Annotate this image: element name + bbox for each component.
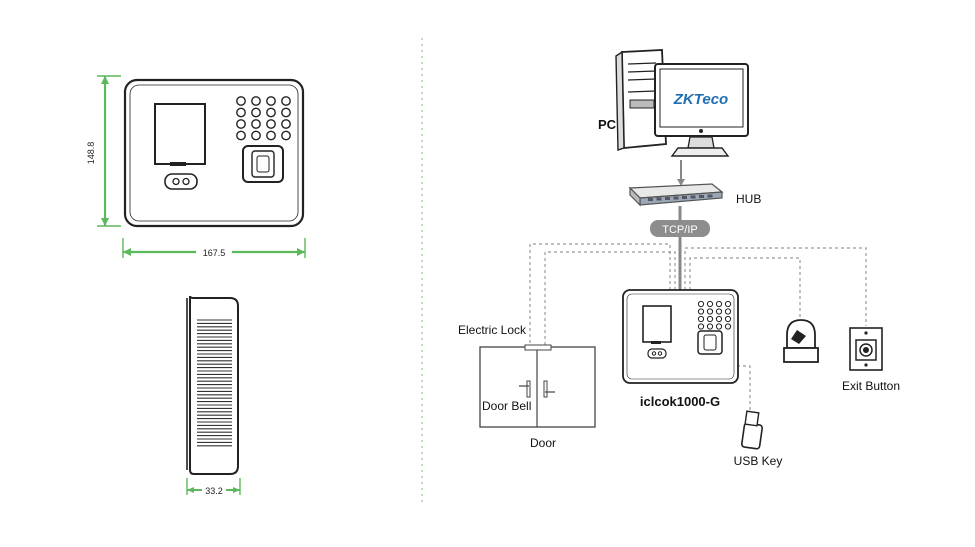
key-button — [251, 107, 261, 118]
key-button — [251, 130, 261, 141]
wiring — [529, 243, 867, 410]
depth-dimension: 33.2 — [186, 478, 241, 496]
hub-port — [682, 196, 687, 199]
door-bell-label: Door Bell — [482, 399, 531, 413]
exit-button-icon — [849, 327, 883, 371]
hub-port — [665, 197, 670, 200]
keypad-icon — [697, 300, 732, 330]
monitor-icon: ZKTeco — [654, 63, 749, 157]
key-button — [236, 130, 246, 141]
key-button — [266, 96, 276, 106]
key-button — [697, 300, 705, 308]
hub-port — [673, 196, 679, 200]
key-button — [715, 300, 723, 308]
protocol-badge — [650, 220, 710, 237]
key-button — [281, 119, 291, 129]
front-view — [123, 78, 305, 228]
key-button — [706, 315, 714, 323]
key-button — [236, 119, 246, 129]
fingerprint-sensor-icon — [242, 145, 284, 183]
key-button — [724, 323, 732, 330]
usb-key-label: USB Key — [734, 454, 783, 468]
height-value: 148.8 — [86, 142, 96, 165]
key-button — [266, 107, 276, 118]
key-button — [236, 96, 246, 106]
key-button — [715, 308, 723, 315]
key-button — [236, 107, 246, 118]
electric-lock-label: Electric Lock — [458, 323, 527, 337]
key-button — [697, 323, 705, 330]
key-button — [697, 308, 705, 315]
hub-port — [648, 198, 653, 201]
hub-port — [699, 195, 704, 198]
key-button — [266, 119, 276, 129]
device-model-label: iclcok1000-G — [640, 394, 720, 409]
key-button — [281, 107, 291, 118]
usb-key-icon — [741, 410, 763, 450]
key-button — [706, 323, 714, 330]
side-view — [186, 295, 239, 475]
key-button — [281, 96, 291, 106]
depth-value: 33.2 — [205, 486, 223, 496]
hub-port — [690, 195, 696, 199]
keypad-icon — [236, 96, 291, 141]
key-button — [281, 130, 291, 141]
key-button — [724, 315, 732, 323]
pc-label: PC — [598, 117, 617, 132]
key-button — [724, 300, 732, 308]
width-dimension: 167.5 — [122, 238, 306, 258]
camera-icon — [164, 173, 198, 190]
key-button — [706, 300, 714, 308]
hub-port — [707, 194, 713, 198]
key-button — [251, 119, 261, 129]
hub-label: HUB — [736, 192, 761, 206]
door-label: Door — [530, 436, 556, 450]
display-screen — [154, 103, 206, 165]
key-button — [724, 308, 732, 315]
hub-icon — [628, 183, 724, 207]
door-bell-icon — [783, 319, 819, 363]
key-button — [266, 130, 276, 141]
hub-port — [656, 197, 662, 201]
key-button — [251, 96, 261, 106]
height-dimension: 148.8 — [86, 75, 121, 227]
brand-logo: ZKTeco — [673, 91, 728, 108]
key-button — [706, 308, 714, 315]
door — [479, 344, 596, 428]
key-button — [697, 315, 705, 323]
key-button — [715, 315, 723, 323]
access-device — [622, 289, 739, 384]
exit-button-label: Exit Button — [842, 379, 900, 393]
width-value: 167.5 — [203, 248, 226, 258]
protocol-label: TCP/IP — [662, 224, 697, 236]
key-button — [715, 323, 723, 330]
